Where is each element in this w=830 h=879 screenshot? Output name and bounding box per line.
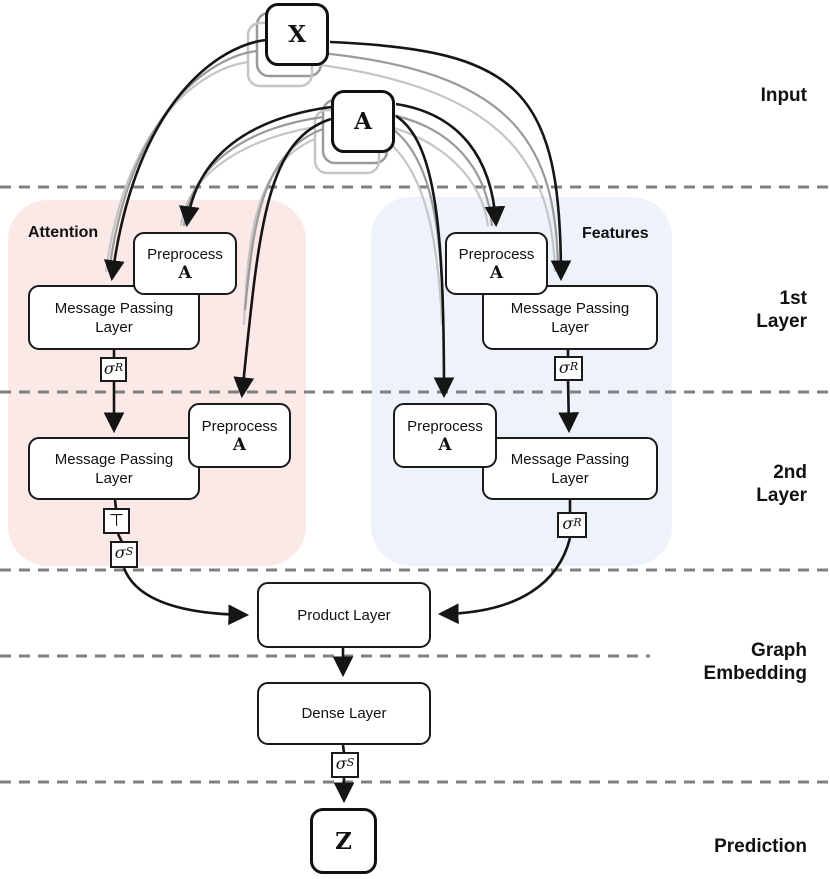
- mpl-label-line1: Message Passing: [510, 450, 630, 468]
- product-layer-node: Product Layer: [257, 582, 431, 648]
- sigma-subscript: R: [114, 361, 124, 374]
- input-x-node: X: [265, 3, 329, 66]
- arrow-x-to-mpl-attention: [103, 38, 267, 282]
- sigma-glyph: σ: [335, 754, 347, 773]
- mpl-label-line2: Layer: [95, 318, 133, 336]
- preprocess-a-symbol: A: [438, 435, 452, 455]
- features-region-label: Features: [582, 225, 649, 242]
- stage-label-graph-line1: Graph: [751, 640, 807, 661]
- arrow-sigmaR2-to-product: [437, 537, 572, 625]
- arrow-a-to-preprocess-attention-1st: [178, 105, 332, 228]
- mpl-label-line2: Layer: [95, 469, 133, 487]
- short-connectors: [112, 350, 572, 754]
- arrow-sigmaS-to-product: [122, 567, 250, 626]
- arrow-a-to-preprocess-features-2nd: [395, 114, 455, 399]
- mpl-label-line1: Message Passing: [54, 450, 174, 468]
- stage-label-graph-line2: Embedding: [703, 663, 807, 684]
- mpl-label-line2: Layer: [551, 469, 589, 487]
- arrow-a-to-preprocess-attention-2nd: [233, 117, 332, 399]
- sigma-glyph: σ: [558, 358, 570, 377]
- transpose-glyph: ⊤: [109, 511, 124, 531]
- attention-region-label: Attention: [28, 224, 99, 241]
- sigma-subscript: S: [346, 756, 355, 769]
- mpl-label-line1: Message Passing: [510, 299, 630, 317]
- mpl-label-line2: Layer: [551, 318, 589, 336]
- mpl-label-line1: Message Passing: [54, 299, 174, 317]
- sigma-glyph: σ: [103, 359, 115, 378]
- sigma-glyph: σ: [562, 514, 574, 533]
- main-wires: [103, 38, 580, 804]
- sigma-subscript: S: [125, 545, 134, 558]
- prediction-z-node: Z: [310, 808, 377, 874]
- stage-label-prediction: Prediction: [714, 836, 807, 857]
- arrow-x-to-mpl-features: [329, 40, 572, 282]
- preprocess-label: Preprocess: [147, 246, 223, 263]
- stage-label-input: Input: [760, 85, 807, 106]
- sigma-subscript: R: [569, 360, 579, 373]
- preprocess-a-symbol: A: [489, 263, 504, 283]
- preprocess-label: Preprocess: [407, 418, 483, 435]
- arrow-a-to-preprocess-features-1st: [395, 102, 506, 228]
- arrow-sigmaR-to-mpl2-features: [558, 377, 580, 434]
- sigma-subscript: R: [573, 516, 582, 529]
- stage-label-2nd-line1: 2nd: [773, 462, 807, 483]
- transpose-op: ⊤: [103, 508, 130, 534]
- stage-label-1st-line2: Layer: [756, 311, 807, 332]
- stage-label-2nd-line2: Layer: [756, 485, 807, 506]
- input-a-node: A: [331, 90, 395, 153]
- preprocess-label: Preprocess: [458, 246, 535, 263]
- sigma-glyph: σ: [114, 543, 126, 562]
- stage-separators: [0, 185, 830, 784]
- dense-layer-node: Dense Layer: [257, 682, 431, 745]
- preprocess-a-symbol: A: [232, 435, 247, 455]
- stage-label-1st-line1: 1st: [779, 288, 807, 309]
- preprocess-a-symbol: A: [178, 263, 192, 283]
- preprocess-label: Preprocess: [201, 418, 278, 435]
